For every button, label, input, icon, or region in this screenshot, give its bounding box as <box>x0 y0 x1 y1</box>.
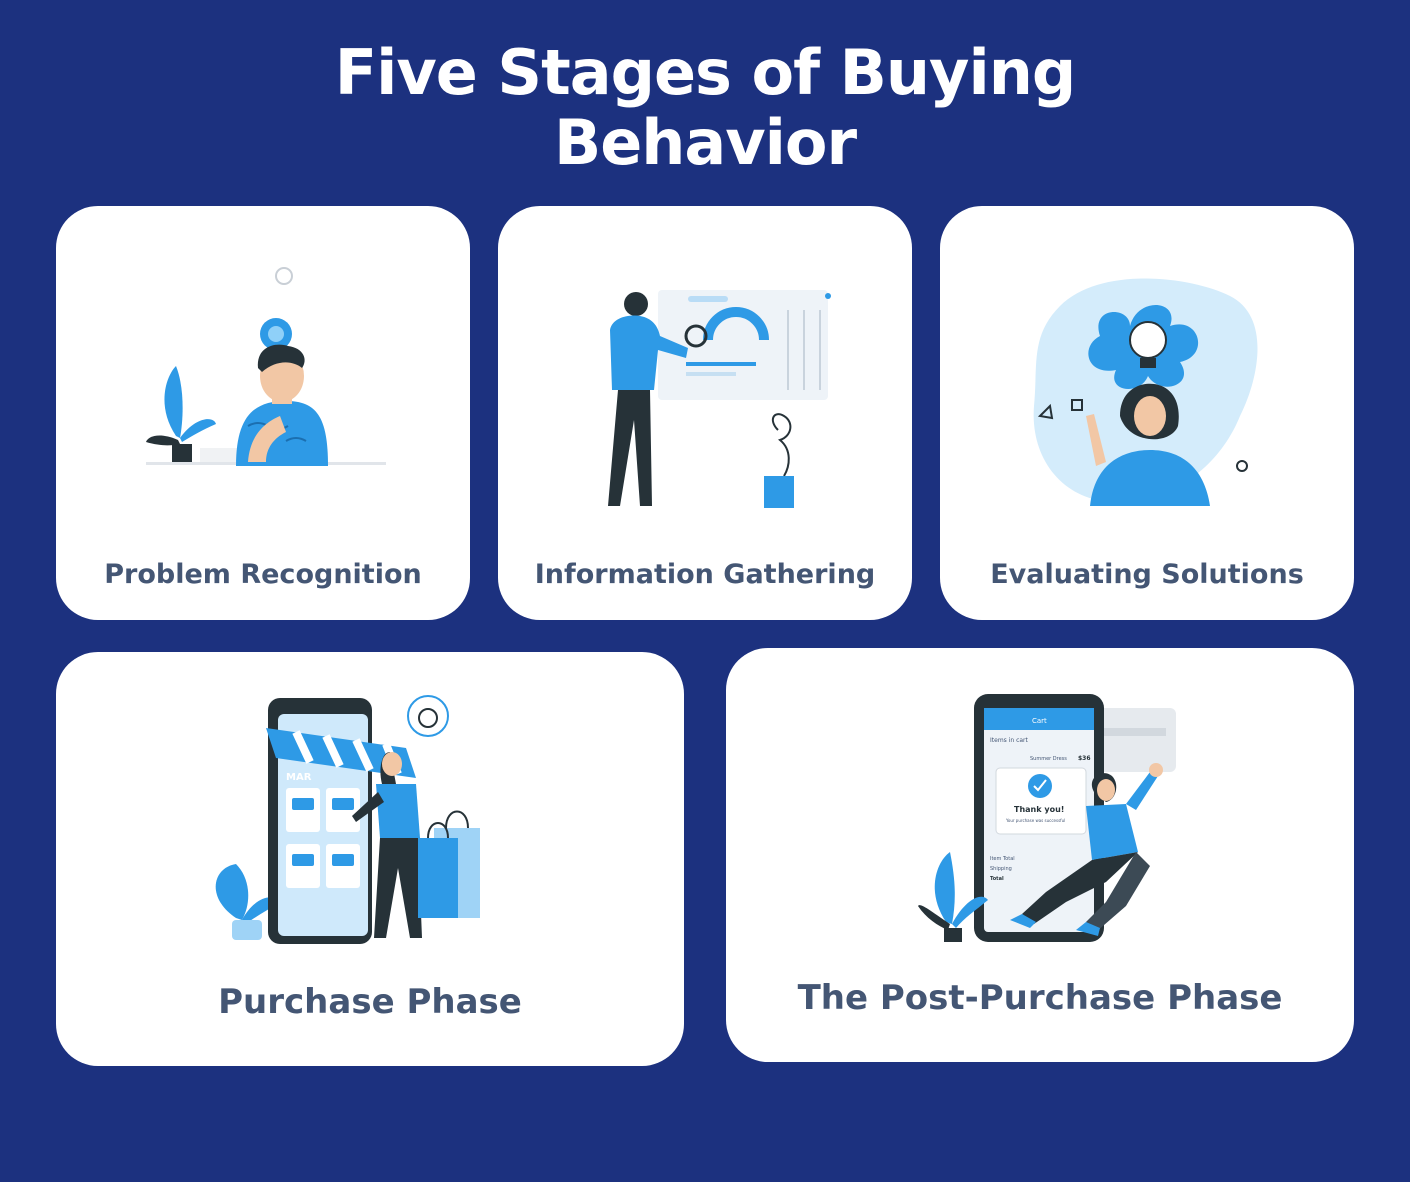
phone-item-price: $36 <box>1078 755 1091 762</box>
stage-label: Purchase Phase <box>218 982 522 1022</box>
stage-label: Evaluating Solutions <box>990 559 1304 590</box>
phone-total: Total <box>990 876 1004 882</box>
page-title-line2: Behavior <box>553 106 857 179</box>
phone-cart-header: Cart <box>1032 717 1047 725</box>
stage-label: Information Gathering <box>534 559 876 590</box>
stage-card-purchase-phase: MAR Purchase Phase <box>56 652 684 1066</box>
phone-item-name: Summer Dress <box>1030 756 1067 762</box>
woman-shopping-phone-store-icon: MAR <box>206 688 536 958</box>
man-analyzing-dashboard-icon <box>578 270 848 520</box>
phone-thank-you-sub: Your purchase was successful <box>1005 818 1065 823</box>
woman-phone-thank-you-icon: Cart Items in cart Summer Dress $36 Than… <box>906 692 1186 952</box>
stage-card-problem-recognition: Problem Recognition <box>56 206 470 620</box>
page-title-line1: Five Stages of Buying <box>334 36 1076 109</box>
thinking-man-lightbulb-icon <box>136 256 396 516</box>
woman-idea-splash-icon <box>1020 266 1270 516</box>
stage-card-evaluating-solutions: Evaluating Solutions <box>940 206 1354 620</box>
phone-items-in-cart: Items in cart <box>990 737 1029 744</box>
stage-card-information-gathering: Information Gathering <box>498 206 912 620</box>
phone-item-total: Item Total <box>990 856 1015 862</box>
store-sign-text: MAR <box>286 772 312 783</box>
phone-shipping: Shipping <box>990 866 1012 872</box>
phone-thank-you-text: Thank you! <box>1014 805 1064 814</box>
stage-label: The Post-Purchase Phase <box>797 978 1283 1018</box>
stage-label: Problem Recognition <box>104 559 422 590</box>
stage-card-post-purchase-phase: Cart Items in cart Summer Dress $36 Than… <box>726 648 1354 1062</box>
page-title: Five Stages of Buying Behavior <box>0 38 1410 178</box>
